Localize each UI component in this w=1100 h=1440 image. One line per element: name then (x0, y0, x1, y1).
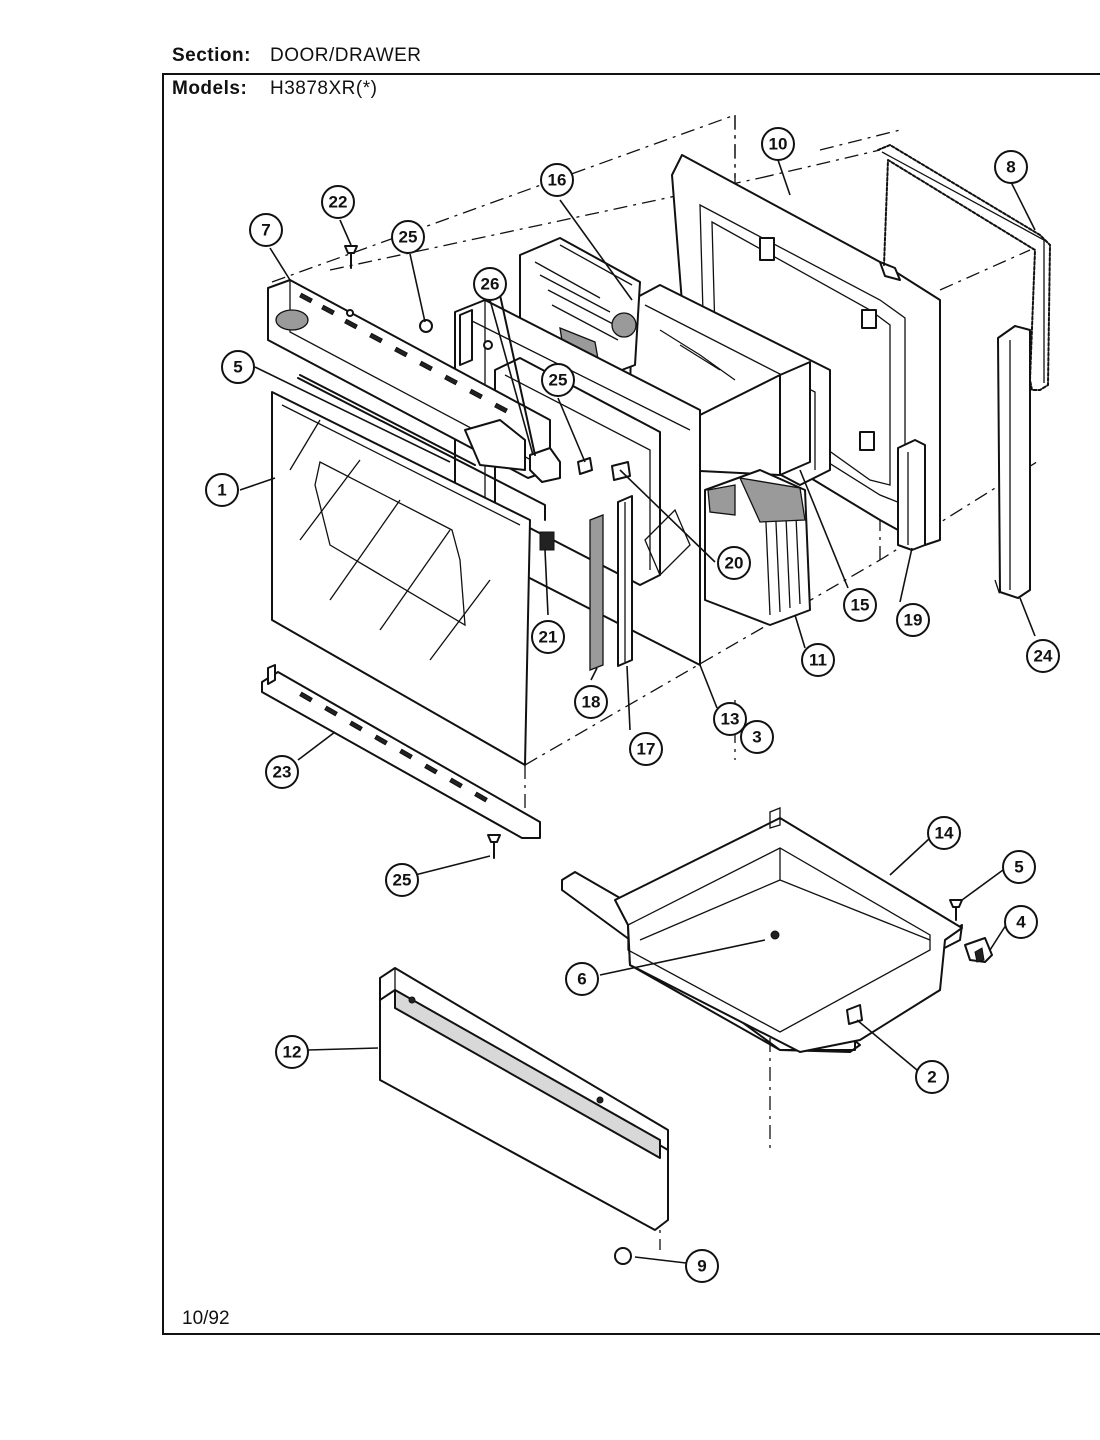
section-value: DOOR/DRAWER (270, 45, 422, 66)
section-label: Section: (172, 45, 251, 66)
svg-text:7: 7 (261, 221, 270, 240)
svg-text:17: 17 (637, 740, 656, 759)
callout-5-door: 5 (221, 350, 255, 384)
callout-3: 3 (740, 720, 774, 754)
part-14-drawer-tub (561, 807, 963, 1053)
callout-25-top: 25 (391, 220, 425, 254)
svg-text:12: 12 (283, 1043, 302, 1062)
svg-text:20: 20 (725, 554, 744, 573)
svg-text:5: 5 (233, 358, 242, 377)
callout-25-middle: 25 (541, 363, 575, 397)
svg-text:6: 6 (577, 970, 586, 989)
diagram-frame (162, 73, 1100, 1335)
callout-8: 8 (994, 150, 1028, 184)
callout-21: 21 (531, 620, 565, 654)
callout-20: 20 (717, 546, 751, 580)
svg-text:16: 16 (548, 171, 567, 190)
part-19-hinge-channel (897, 439, 926, 551)
leader-lines (239, 159, 1036, 1264)
svg-text:21: 21 (539, 628, 558, 647)
svg-text:25: 25 (549, 371, 568, 390)
callout-2: 2 (915, 1060, 949, 1094)
svg-text:10: 10 (769, 135, 788, 154)
svg-text:1: 1 (217, 481, 226, 500)
part-18-seal (589, 514, 604, 671)
part-23-bottom-rail (261, 664, 541, 839)
svg-text:13: 13 (721, 710, 740, 729)
callout-18: 18 (574, 685, 608, 719)
svg-text:4: 4 (1016, 913, 1026, 932)
callout-11: 11 (801, 643, 835, 677)
svg-text:3: 3 (752, 728, 761, 747)
part-12-drawer-front (379, 967, 669, 1231)
callout-6: 6 (565, 962, 599, 996)
svg-text:24: 24 (1034, 647, 1053, 666)
callout-10: 10 (761, 127, 795, 161)
callout-9: 9 (685, 1249, 719, 1283)
svg-text:2: 2 (927, 1068, 936, 1087)
part-17-channel (617, 495, 633, 667)
small-fasteners (344, 245, 963, 1265)
callout-1: 1 (205, 473, 239, 507)
svg-text:19: 19 (904, 611, 923, 630)
callout-12: 12 (275, 1035, 309, 1069)
callout-26: 26 (473, 267, 507, 301)
callout-24: 24 (1026, 639, 1060, 673)
callout-7: 7 (249, 213, 283, 247)
models-value: H3878XR(*) (270, 78, 378, 99)
svg-text:15: 15 (851, 596, 870, 615)
part-8-door-gasket (877, 144, 1051, 391)
svg-text:22: 22 (329, 193, 348, 212)
part-26-latch (499, 294, 561, 483)
revision-date: 10/92 (182, 1308, 230, 1329)
callout-14: 14 (927, 816, 961, 850)
callout-13: 13 (713, 702, 747, 736)
part-4-clip (964, 937, 993, 963)
models-label: Models: (172, 78, 248, 99)
svg-text:25: 25 (393, 871, 412, 890)
callout-25-bottom: 25 (385, 863, 419, 897)
callout-23: 23 (265, 755, 299, 789)
section-header: Section: DOOR/DRAWER (172, 45, 422, 67)
models-header: Models: H3878XR(*) (172, 78, 377, 100)
callout-5-drawer: 5 (1002, 850, 1036, 884)
svg-text:11: 11 (809, 651, 827, 670)
callout-16: 16 (540, 163, 574, 197)
svg-text:8: 8 (1006, 158, 1015, 177)
part-11-insulation (704, 469, 811, 626)
svg-text:14: 14 (935, 824, 954, 843)
callout-22: 22 (321, 185, 355, 219)
svg-text:18: 18 (582, 693, 601, 712)
callout-4: 4 (1004, 905, 1038, 939)
svg-text:9: 9 (697, 1257, 706, 1276)
svg-text:5: 5 (1014, 858, 1023, 877)
svg-text:26: 26 (481, 275, 500, 294)
callout-15: 15 (843, 588, 877, 622)
svg-text:23: 23 (273, 763, 292, 782)
part-24-side-trim (997, 325, 1031, 599)
callout-17: 17 (629, 732, 663, 766)
part-1-outer-door (271, 374, 555, 766)
callout-19: 19 (896, 603, 930, 637)
svg-text:25: 25 (399, 228, 418, 247)
